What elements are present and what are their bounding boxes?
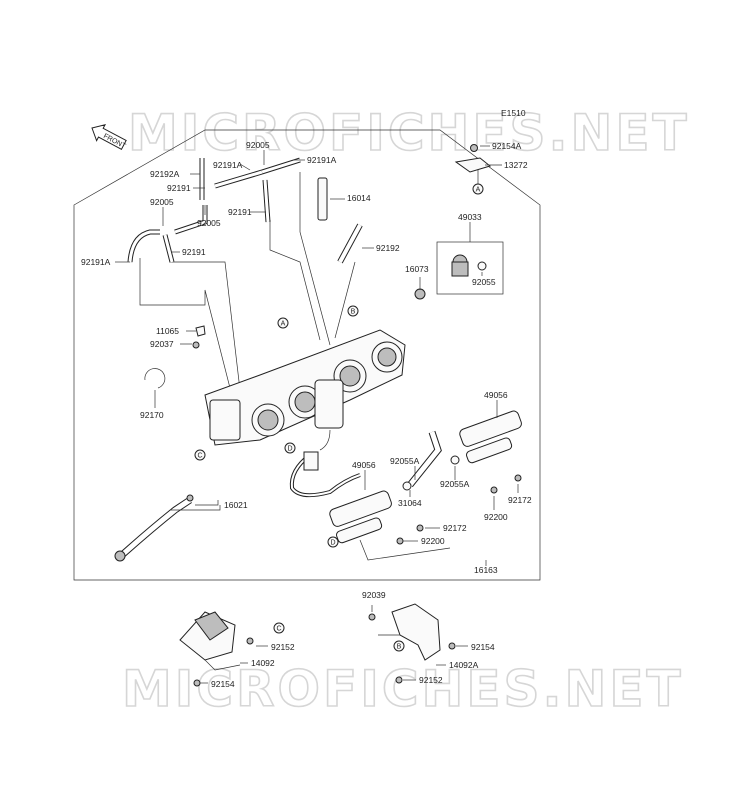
label-92154A: 92154A bbox=[492, 141, 522, 151]
leader-line bbox=[170, 261, 241, 391]
label-92152-left: 92152 bbox=[271, 642, 295, 652]
label-92154-left: 92154 bbox=[211, 679, 235, 689]
svg-text:D: D bbox=[287, 446, 292, 453]
label-16021: 16021 bbox=[224, 500, 248, 510]
leader-line bbox=[334, 261, 356, 339]
bolt-92154A bbox=[470, 144, 478, 152]
label-92191A-left: 92191A bbox=[81, 257, 111, 267]
svg-text:A: A bbox=[476, 187, 481, 194]
watermark-top: MICROFICHES.NET bbox=[128, 104, 690, 162]
label-16014: 16014 bbox=[347, 193, 371, 203]
label-92200-right: 92200 bbox=[484, 512, 508, 522]
label-92170: 92170 bbox=[140, 410, 164, 420]
sensor-49033-body bbox=[451, 261, 469, 277]
label-92055A-right: 92055A bbox=[440, 479, 470, 489]
clip-92170 bbox=[144, 368, 166, 389]
label-92055A-left: 92055A bbox=[390, 456, 420, 466]
bracket-14092A bbox=[378, 603, 441, 661]
label-92005-top: 92005 bbox=[246, 140, 270, 150]
fuel-hose-16021 bbox=[114, 494, 194, 562]
leader-line bbox=[299, 172, 331, 346]
washer-92200-right bbox=[490, 486, 498, 494]
leader-line bbox=[269, 220, 321, 341]
cap-11065 bbox=[195, 325, 206, 337]
fuel-pipe-31064 bbox=[402, 430, 460, 491]
connector bbox=[303, 451, 319, 471]
ref-callout-a-body: A bbox=[277, 317, 289, 329]
label-92191-c: 92191 bbox=[182, 247, 206, 257]
ref-callout-c-body: C bbox=[194, 449, 206, 461]
svg-text:C: C bbox=[197, 453, 202, 460]
label-11065: 11065 bbox=[156, 326, 179, 336]
label-92172-lower: 92172 bbox=[443, 523, 467, 533]
bolt-92154-left bbox=[193, 679, 201, 687]
label-49033: 49033 bbox=[458, 212, 482, 222]
leader-line bbox=[359, 539, 451, 561]
label-16163: 16163 bbox=[474, 565, 498, 575]
label-92005-center: 92005 bbox=[197, 218, 221, 228]
label-49056-upper: 49056 bbox=[484, 390, 508, 400]
ref-callout-c-bracket: C bbox=[273, 622, 285, 634]
label-13272: 13272 bbox=[504, 160, 528, 170]
seal-16073 bbox=[414, 288, 426, 300]
bolt-92152-left bbox=[246, 637, 254, 645]
watermark-bottom: MICROFICHES.NET bbox=[122, 660, 684, 718]
label-92152-right: 92152 bbox=[419, 675, 443, 685]
ref-callout-b-body: B bbox=[347, 305, 359, 317]
throttle-body-assembly bbox=[204, 329, 406, 451]
label-92037: 92037 bbox=[150, 339, 174, 349]
label-92154-right: 92154 bbox=[471, 642, 495, 652]
leader-line bbox=[139, 258, 231, 389]
label-14092A: 14092A bbox=[449, 660, 479, 670]
clip-92037 bbox=[192, 341, 200, 349]
bolt-92154-right bbox=[448, 642, 456, 650]
washer-92039 bbox=[368, 613, 376, 621]
label-92172-right: 92172 bbox=[508, 495, 532, 505]
bolt-92152-right bbox=[395, 676, 403, 684]
svg-text:B: B bbox=[351, 309, 356, 316]
label-92191-a: 92191 bbox=[167, 183, 191, 193]
washer-92200-lower bbox=[396, 537, 404, 545]
ref-callout-a-bracket: A bbox=[472, 183, 484, 195]
ref-callout-b-bracket: B bbox=[393, 640, 405, 652]
label-92005-left: 92005 bbox=[150, 197, 174, 207]
label-31064: 31064 bbox=[398, 498, 422, 508]
svg-text:C: C bbox=[276, 626, 281, 633]
label-92191A-top: 92191A bbox=[307, 155, 337, 165]
part-labels: 92005 92191A 92191A 92192A 92191 92005 9… bbox=[81, 140, 532, 689]
assembly-outline bbox=[73, 129, 541, 581]
ref-callout-d-body: D bbox=[284, 442, 296, 454]
label-16073: 16073 bbox=[405, 264, 429, 274]
label-92192A: 92192A bbox=[150, 169, 180, 179]
bolt-92172-lower bbox=[416, 524, 424, 532]
svg-text:A: A bbox=[281, 321, 286, 328]
vacuum-hoses bbox=[127, 157, 363, 264]
front-arrow-icon: FRONT bbox=[91, 123, 127, 151]
section-code: E1510 bbox=[501, 108, 526, 118]
svg-text:B: B bbox=[397, 644, 402, 651]
bracket-14092 bbox=[179, 611, 241, 671]
label-92191-b: 92191 bbox=[228, 207, 252, 217]
label-92200-lower: 92200 bbox=[421, 536, 445, 546]
ref-callout-d-rail: D bbox=[327, 536, 339, 548]
bracket-13272 bbox=[454, 157, 492, 173]
bolt-92172-right bbox=[514, 474, 522, 482]
label-leaders bbox=[115, 145, 519, 684]
label-92191A-mid: 92191A bbox=[213, 160, 243, 170]
sensor-16014 bbox=[317, 177, 328, 221]
label-92055: 92055 bbox=[472, 277, 496, 287]
label-92039: 92039 bbox=[362, 590, 386, 600]
oring-92055 bbox=[477, 261, 487, 271]
label-14092: 14092 bbox=[251, 658, 275, 668]
label-92192: 92192 bbox=[376, 243, 400, 253]
fuel-rail-lower bbox=[329, 490, 392, 544]
fuel-rail-upper bbox=[459, 410, 522, 464]
label-49056-lower: 49056 bbox=[352, 460, 376, 470]
svg-text:D: D bbox=[330, 540, 335, 547]
